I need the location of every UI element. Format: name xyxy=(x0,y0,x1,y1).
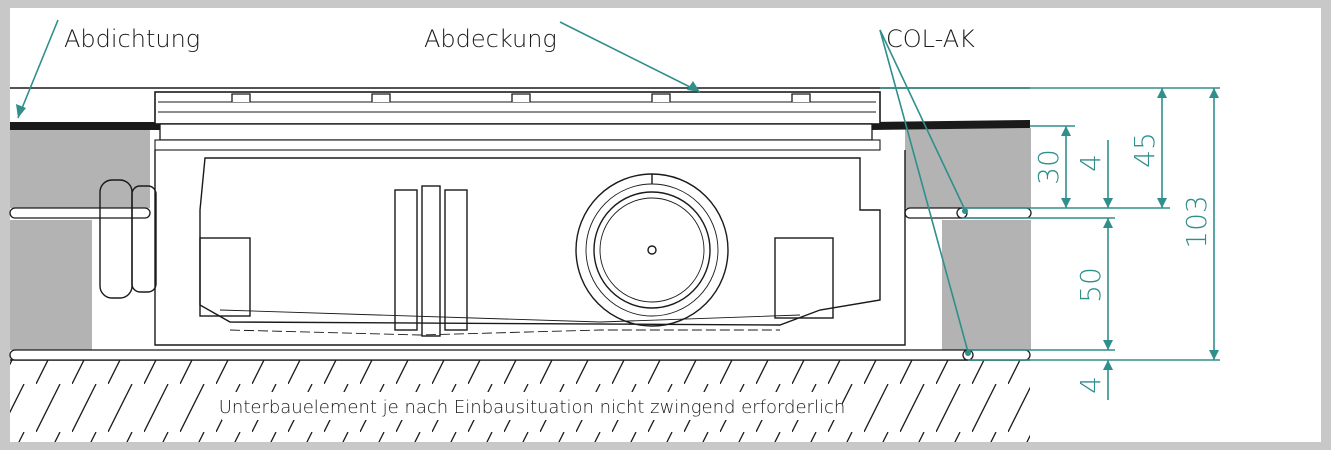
dim-4-bottom: 4 xyxy=(1074,376,1107,394)
label-seal: Abdichtung xyxy=(64,25,200,53)
dim-4-top: 4 xyxy=(1074,154,1107,172)
note-background xyxy=(222,392,842,420)
leader-lines xyxy=(16,19,971,356)
dimension-lines xyxy=(880,87,1220,400)
screed-layers xyxy=(10,128,1031,350)
label-profile: COL-AK xyxy=(886,25,975,53)
dim-50: 50 xyxy=(1074,267,1107,303)
dim-103: 103 xyxy=(1180,195,1213,248)
drain-cover xyxy=(154,91,881,151)
label-note: Unterbauelement je nach Einbausituation … xyxy=(219,397,846,418)
dim-30: 30 xyxy=(1032,149,1065,185)
dim-45: 45 xyxy=(1128,132,1161,168)
seal-membrane xyxy=(10,120,1030,130)
drain-body xyxy=(99,150,906,346)
label-cover: Abdeckung xyxy=(424,25,557,53)
